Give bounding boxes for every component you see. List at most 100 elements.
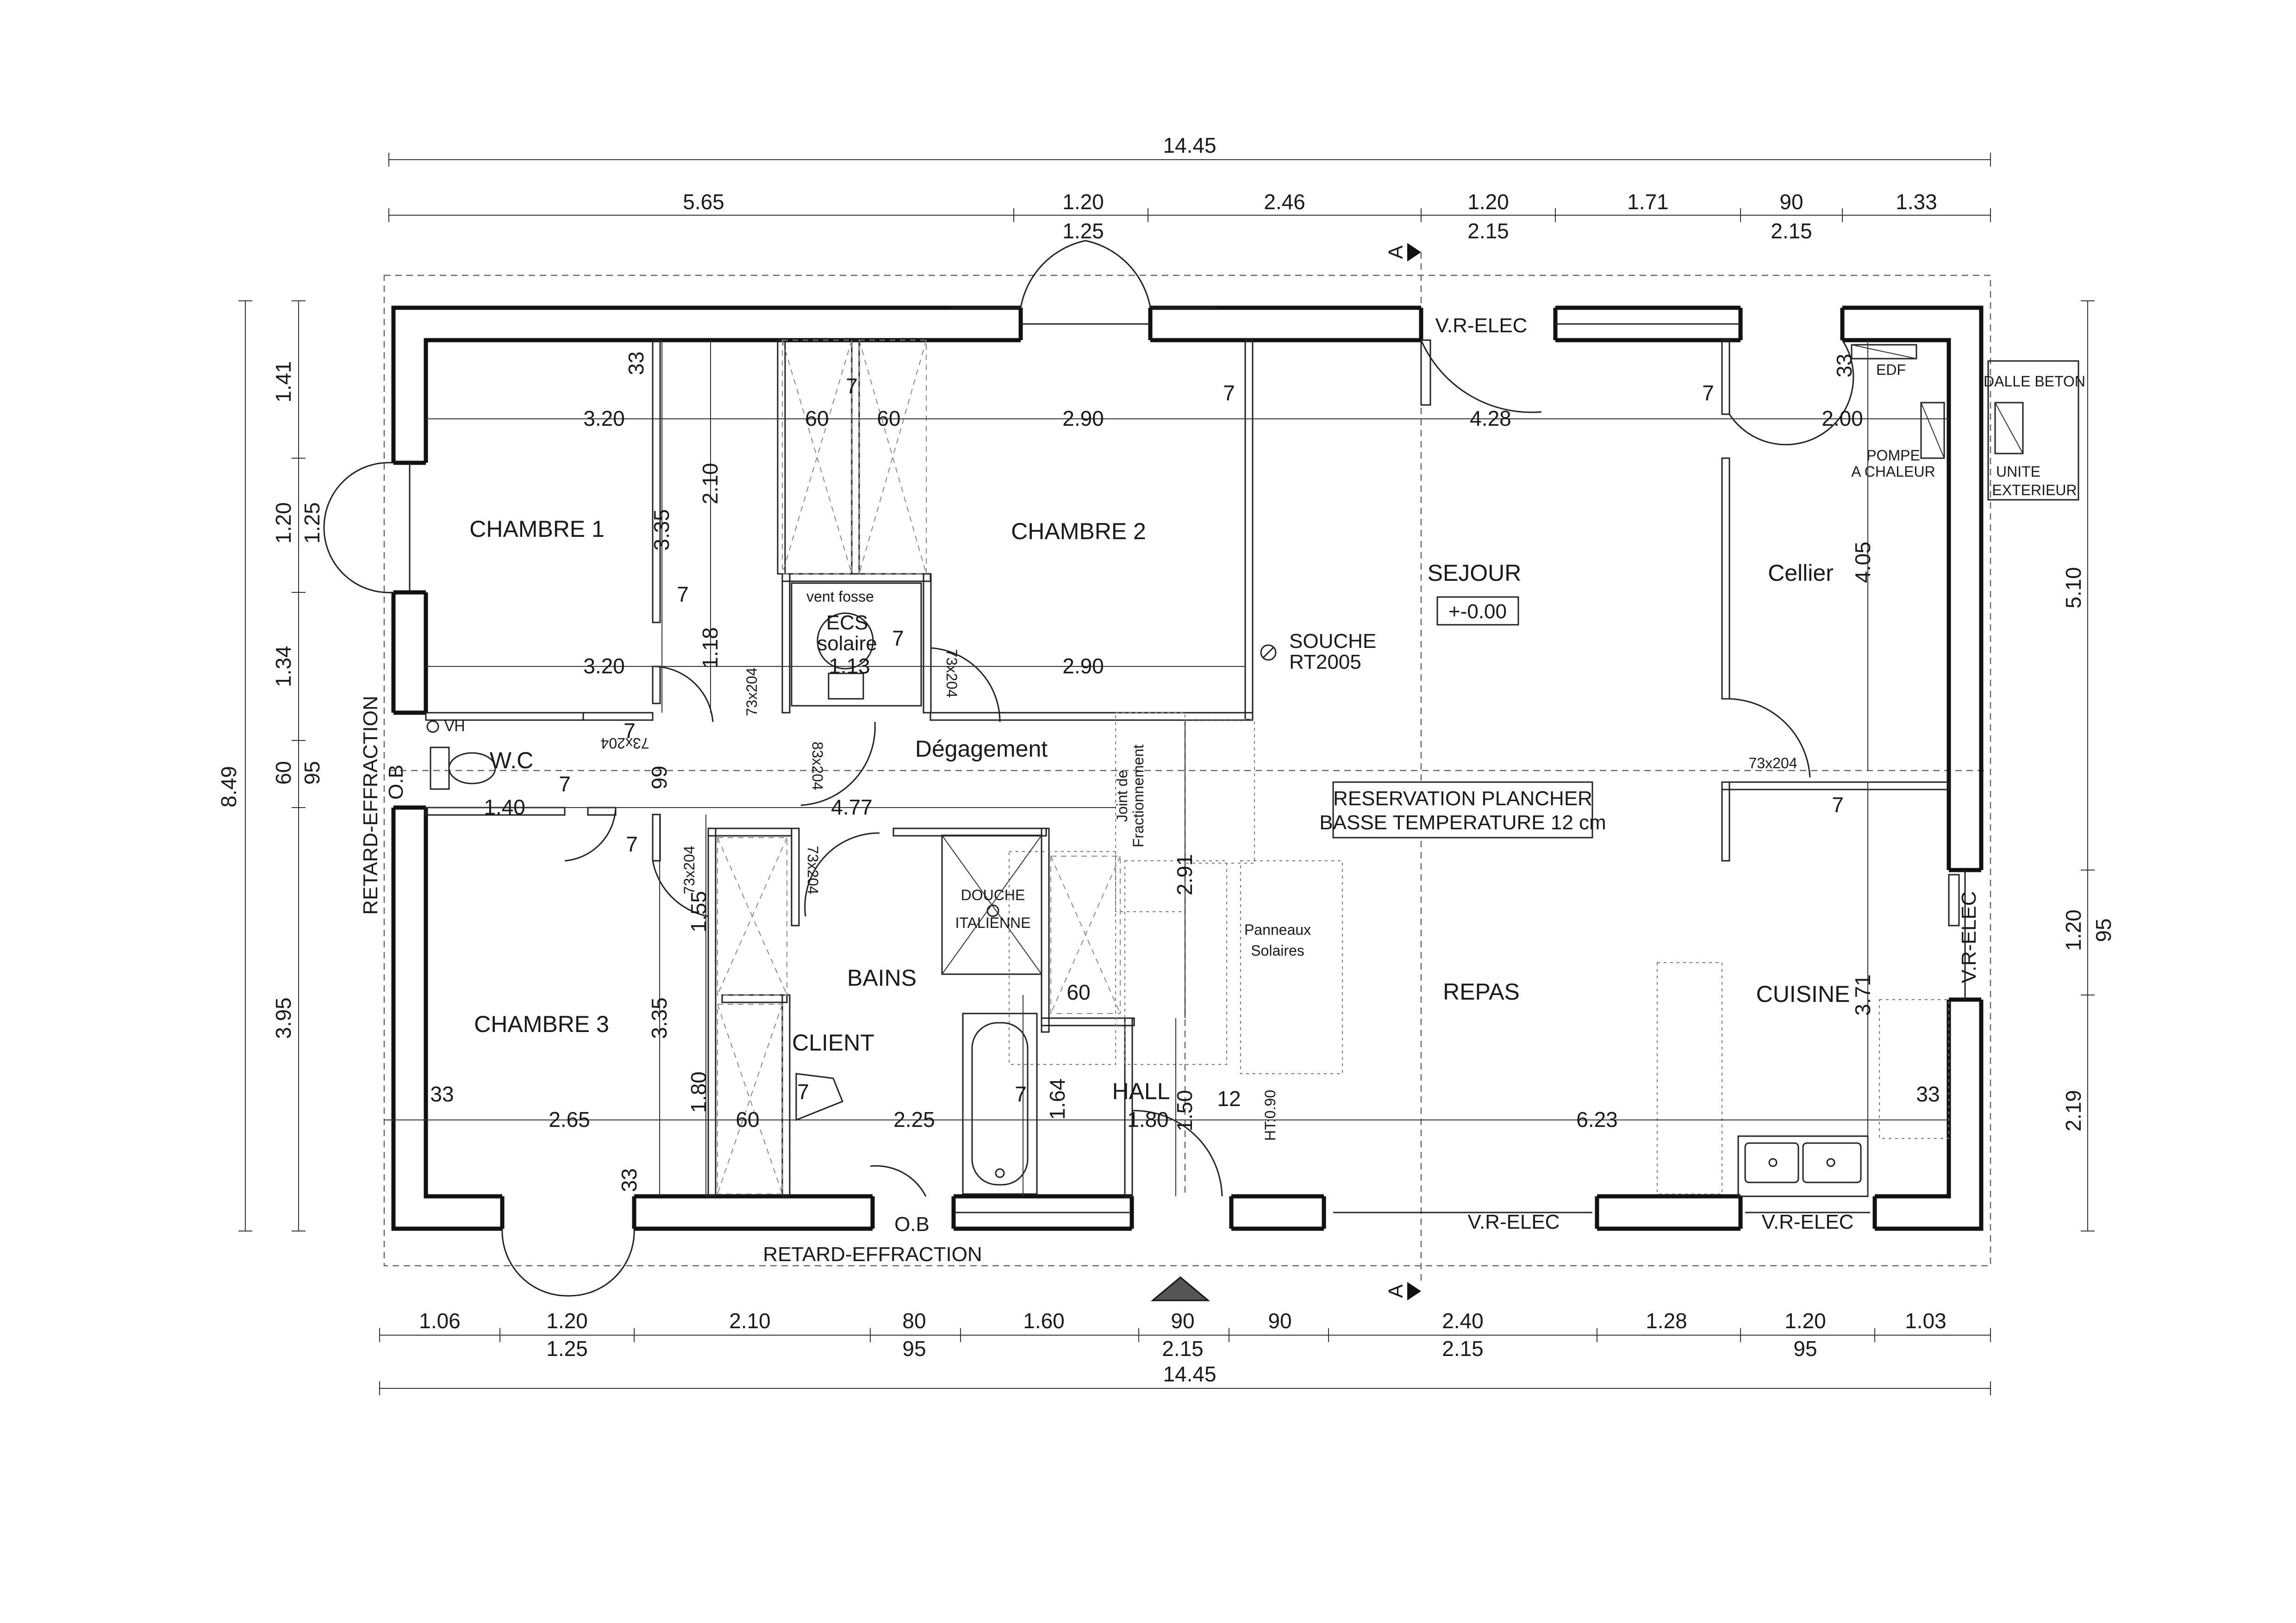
wall-thickness: 7: [797, 1080, 809, 1104]
dim-left: 95: [300, 761, 324, 784]
dim-overall-bottom: 14.45: [1163, 1362, 1216, 1386]
door-size: 73x204: [1749, 755, 1797, 771]
client-basin-icon: [795, 1073, 843, 1121]
inner-dim: 1.13: [829, 654, 870, 678]
room-bains: BAINS: [847, 965, 917, 991]
dim-top: 1.25: [1062, 219, 1104, 243]
dim-overall-top: 14.45: [1163, 133, 1216, 157]
dim-bottom: 1.60: [1023, 1309, 1065, 1333]
dim-bottom: 1.28: [1646, 1309, 1687, 1333]
inner-dim: 2.91: [1173, 854, 1197, 895]
dim-bottom: 1.20: [1784, 1309, 1826, 1333]
dim-top: 2.15: [1771, 219, 1812, 243]
wall-thickness: 33: [1916, 1082, 1940, 1106]
dimension-lines: [238, 153, 2095, 1395]
edf-label: EDF: [1876, 361, 1906, 378]
dim-left: 1.34: [271, 646, 295, 687]
room-repas: REPAS: [1443, 979, 1520, 1005]
windows: [409, 323, 1966, 1213]
dim-top: 1.33: [1896, 190, 1937, 214]
inner-dim: 60: [877, 406, 900, 430]
vr-elec-label: V.R-ELEC: [1468, 1211, 1560, 1233]
inner-dim: 4.77: [831, 795, 873, 819]
inner-dim: 3.35: [647, 997, 671, 1039]
joint-label: Fractionnement: [1130, 745, 1147, 847]
inner-dim: 12: [1217, 1087, 1241, 1111]
bathtub: [962, 1013, 1038, 1195]
dim-right: 5.10: [2061, 567, 2085, 609]
vh-label: VH: [444, 718, 465, 734]
reservation-box: [1332, 781, 1593, 839]
inner-dim: 1.64: [1045, 1078, 1069, 1120]
dim-left: 1.25: [300, 502, 324, 544]
section-mark: A: [1385, 1284, 1407, 1298]
dim-left: 1.20: [271, 502, 295, 544]
wall-thickness: 7: [624, 719, 636, 743]
room-cuisine: CUISINE: [1756, 981, 1850, 1007]
souche-label: SOUCHE: [1289, 630, 1376, 653]
dim-top: 2.15: [1467, 219, 1509, 243]
wall-thickness: 7: [559, 772, 571, 796]
room-chambre1: CHAMBRE 1: [469, 516, 605, 542]
dim-bottom: 95: [902, 1337, 926, 1361]
wall-thickness: 7: [892, 626, 904, 650]
wall-thickness: 7: [677, 582, 689, 606]
inner-dim: 3.71: [1851, 974, 1875, 1016]
dim-left: 60: [271, 761, 295, 784]
door-size: 73x204: [681, 846, 698, 895]
dim-left: 3.95: [271, 997, 295, 1039]
inner-dim: 3.35: [649, 509, 674, 551]
unite-label: EXTERIEUR: [1992, 482, 2077, 498]
dim-bottom: 2.40: [1442, 1309, 1484, 1333]
wall-thickness: 33: [617, 1168, 641, 1192]
wall-thickness: 33: [1832, 354, 1856, 377]
ob-label: O.B: [894, 1213, 930, 1236]
room-chambre3: CHAMBRE 3: [474, 1011, 609, 1037]
shower: [941, 834, 1042, 975]
dim-bottom: 2.15: [1442, 1337, 1484, 1361]
dim-top: 5.65: [683, 190, 724, 214]
joint-label: Joint de: [1114, 770, 1130, 822]
dim-bottom: 1.20: [546, 1309, 588, 1333]
dim-bottom: 1.03: [1905, 1309, 1947, 1333]
section-mark: A: [1385, 245, 1407, 259]
vent-fosse-label: vent fosse: [806, 588, 874, 605]
inner-dim: 2.65: [549, 1107, 590, 1132]
ecs-label: solaire: [817, 632, 877, 655]
bottom-dimensions: 1.06 1.20 2.10 80 1.60 90 90 2.40 1.28 1…: [419, 1309, 1947, 1386]
left-dimensions: 8.49 1.41 1.20 1.34 60 3.95 1.25 95: [217, 361, 324, 1039]
dim-bottom: 95: [1793, 1337, 1817, 1361]
wall-thickness: 33: [430, 1082, 454, 1106]
entrance-marker-icon: [1150, 1276, 1210, 1301]
closets: [717, 340, 1121, 1194]
retard-label: RETARD-EFFRACTION: [763, 1243, 982, 1266]
toilet-icon: [426, 720, 496, 790]
wall-thickness: 7: [1015, 1082, 1027, 1106]
room-chambre2: CHAMBRE 2: [1011, 518, 1146, 544]
dim-left: 1.41: [271, 361, 295, 403]
inner-dim: 1.50: [1173, 1090, 1197, 1132]
souche-label: RT2005: [1289, 651, 1361, 673]
right-dimensions: 5.10 1.20 2.19 95: [2061, 567, 2115, 1132]
dim-bottom: 1.25: [546, 1337, 588, 1361]
dalle-label: DALLE BETON: [1984, 373, 2085, 390]
level-box: [1436, 596, 1519, 626]
room-degagement: Dégagement: [915, 736, 1048, 762]
unite-label: UNITE: [1996, 463, 2040, 480]
inner-dim: 1.55: [686, 891, 711, 933]
kitchen-sink-icon: [1737, 1135, 1869, 1197]
room-hall: HALL: [1112, 1078, 1170, 1104]
vr-elec-label: V.R-ELEC: [1958, 891, 1980, 983]
inner-dim: 2.90: [1062, 654, 1104, 678]
dim-right: 2.19: [2061, 1090, 2085, 1132]
dim-top: 1.20: [1467, 190, 1509, 214]
inner-dim: 60: [1067, 980, 1090, 1004]
souche-icon: [1260, 644, 1277, 661]
dim-top: 1.20: [1062, 190, 1104, 214]
vr-elec-label: V.R-ELEC: [1762, 1211, 1854, 1233]
dim-left: 8.49: [217, 766, 241, 808]
reservation-label: RESERVATION PLANCHER: [1333, 787, 1592, 810]
room-sejour: SEJOUR: [1428, 560, 1522, 586]
pompe-label: A CHALEUR: [1851, 463, 1935, 480]
